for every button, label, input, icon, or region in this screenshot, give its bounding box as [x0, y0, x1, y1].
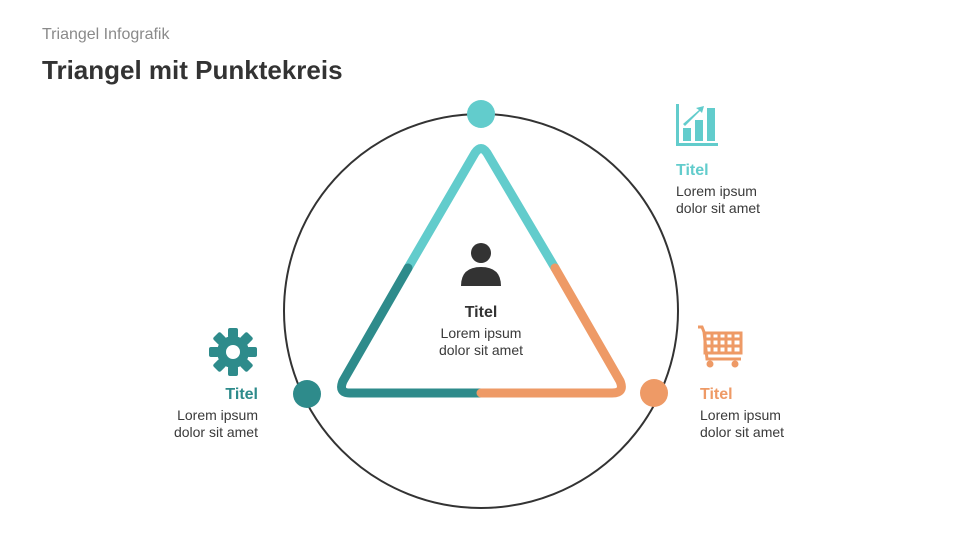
- center-line1: Lorem ipsum: [440, 325, 522, 341]
- triangle-segment-right: [476, 263, 626, 398]
- person-icon: [461, 243, 501, 286]
- item-title: Titel: [700, 386, 733, 403]
- bar-chart-growth-icon: [676, 104, 718, 146]
- triangle-segment-left: [337, 263, 486, 398]
- center-line2: dolor sit amet: [438, 342, 524, 358]
- item-line1: Lorem ipsum: [700, 407, 781, 423]
- item-title: Titel: [225, 386, 258, 403]
- item-line1: Lorem ipsum: [177, 407, 258, 423]
- item-left: Titel Lorem ipsum dolor sit amet: [158, 386, 258, 441]
- item-line2: dolor sit amet: [173, 424, 258, 440]
- dot-right: [640, 379, 668, 407]
- slide-title: Triangel mit Punktekreis: [42, 55, 343, 85]
- shopping-cart-icon: [698, 325, 743, 368]
- gear-icon: [209, 328, 257, 376]
- item-line1: Lorem ipsum: [676, 183, 757, 199]
- center-title: Titel: [464, 304, 498, 321]
- item-top-right: Titel Lorem ipsum dolor sit amet: [676, 162, 760, 217]
- slide-subtitle: Triangel Infografik: [42, 26, 170, 43]
- center-text: Titel Lorem ipsum dolor sit amet: [400, 304, 562, 359]
- item-line2: dolor sit amet: [676, 200, 761, 216]
- dot-left: [293, 380, 321, 408]
- item-right: Titel Lorem ipsum dolor sit amet: [700, 386, 784, 441]
- item-line2: dolor sit amet: [700, 424, 785, 440]
- item-title: Titel: [676, 162, 709, 179]
- dot-top: [467, 100, 495, 128]
- triangle-segment-top: [403, 144, 560, 273]
